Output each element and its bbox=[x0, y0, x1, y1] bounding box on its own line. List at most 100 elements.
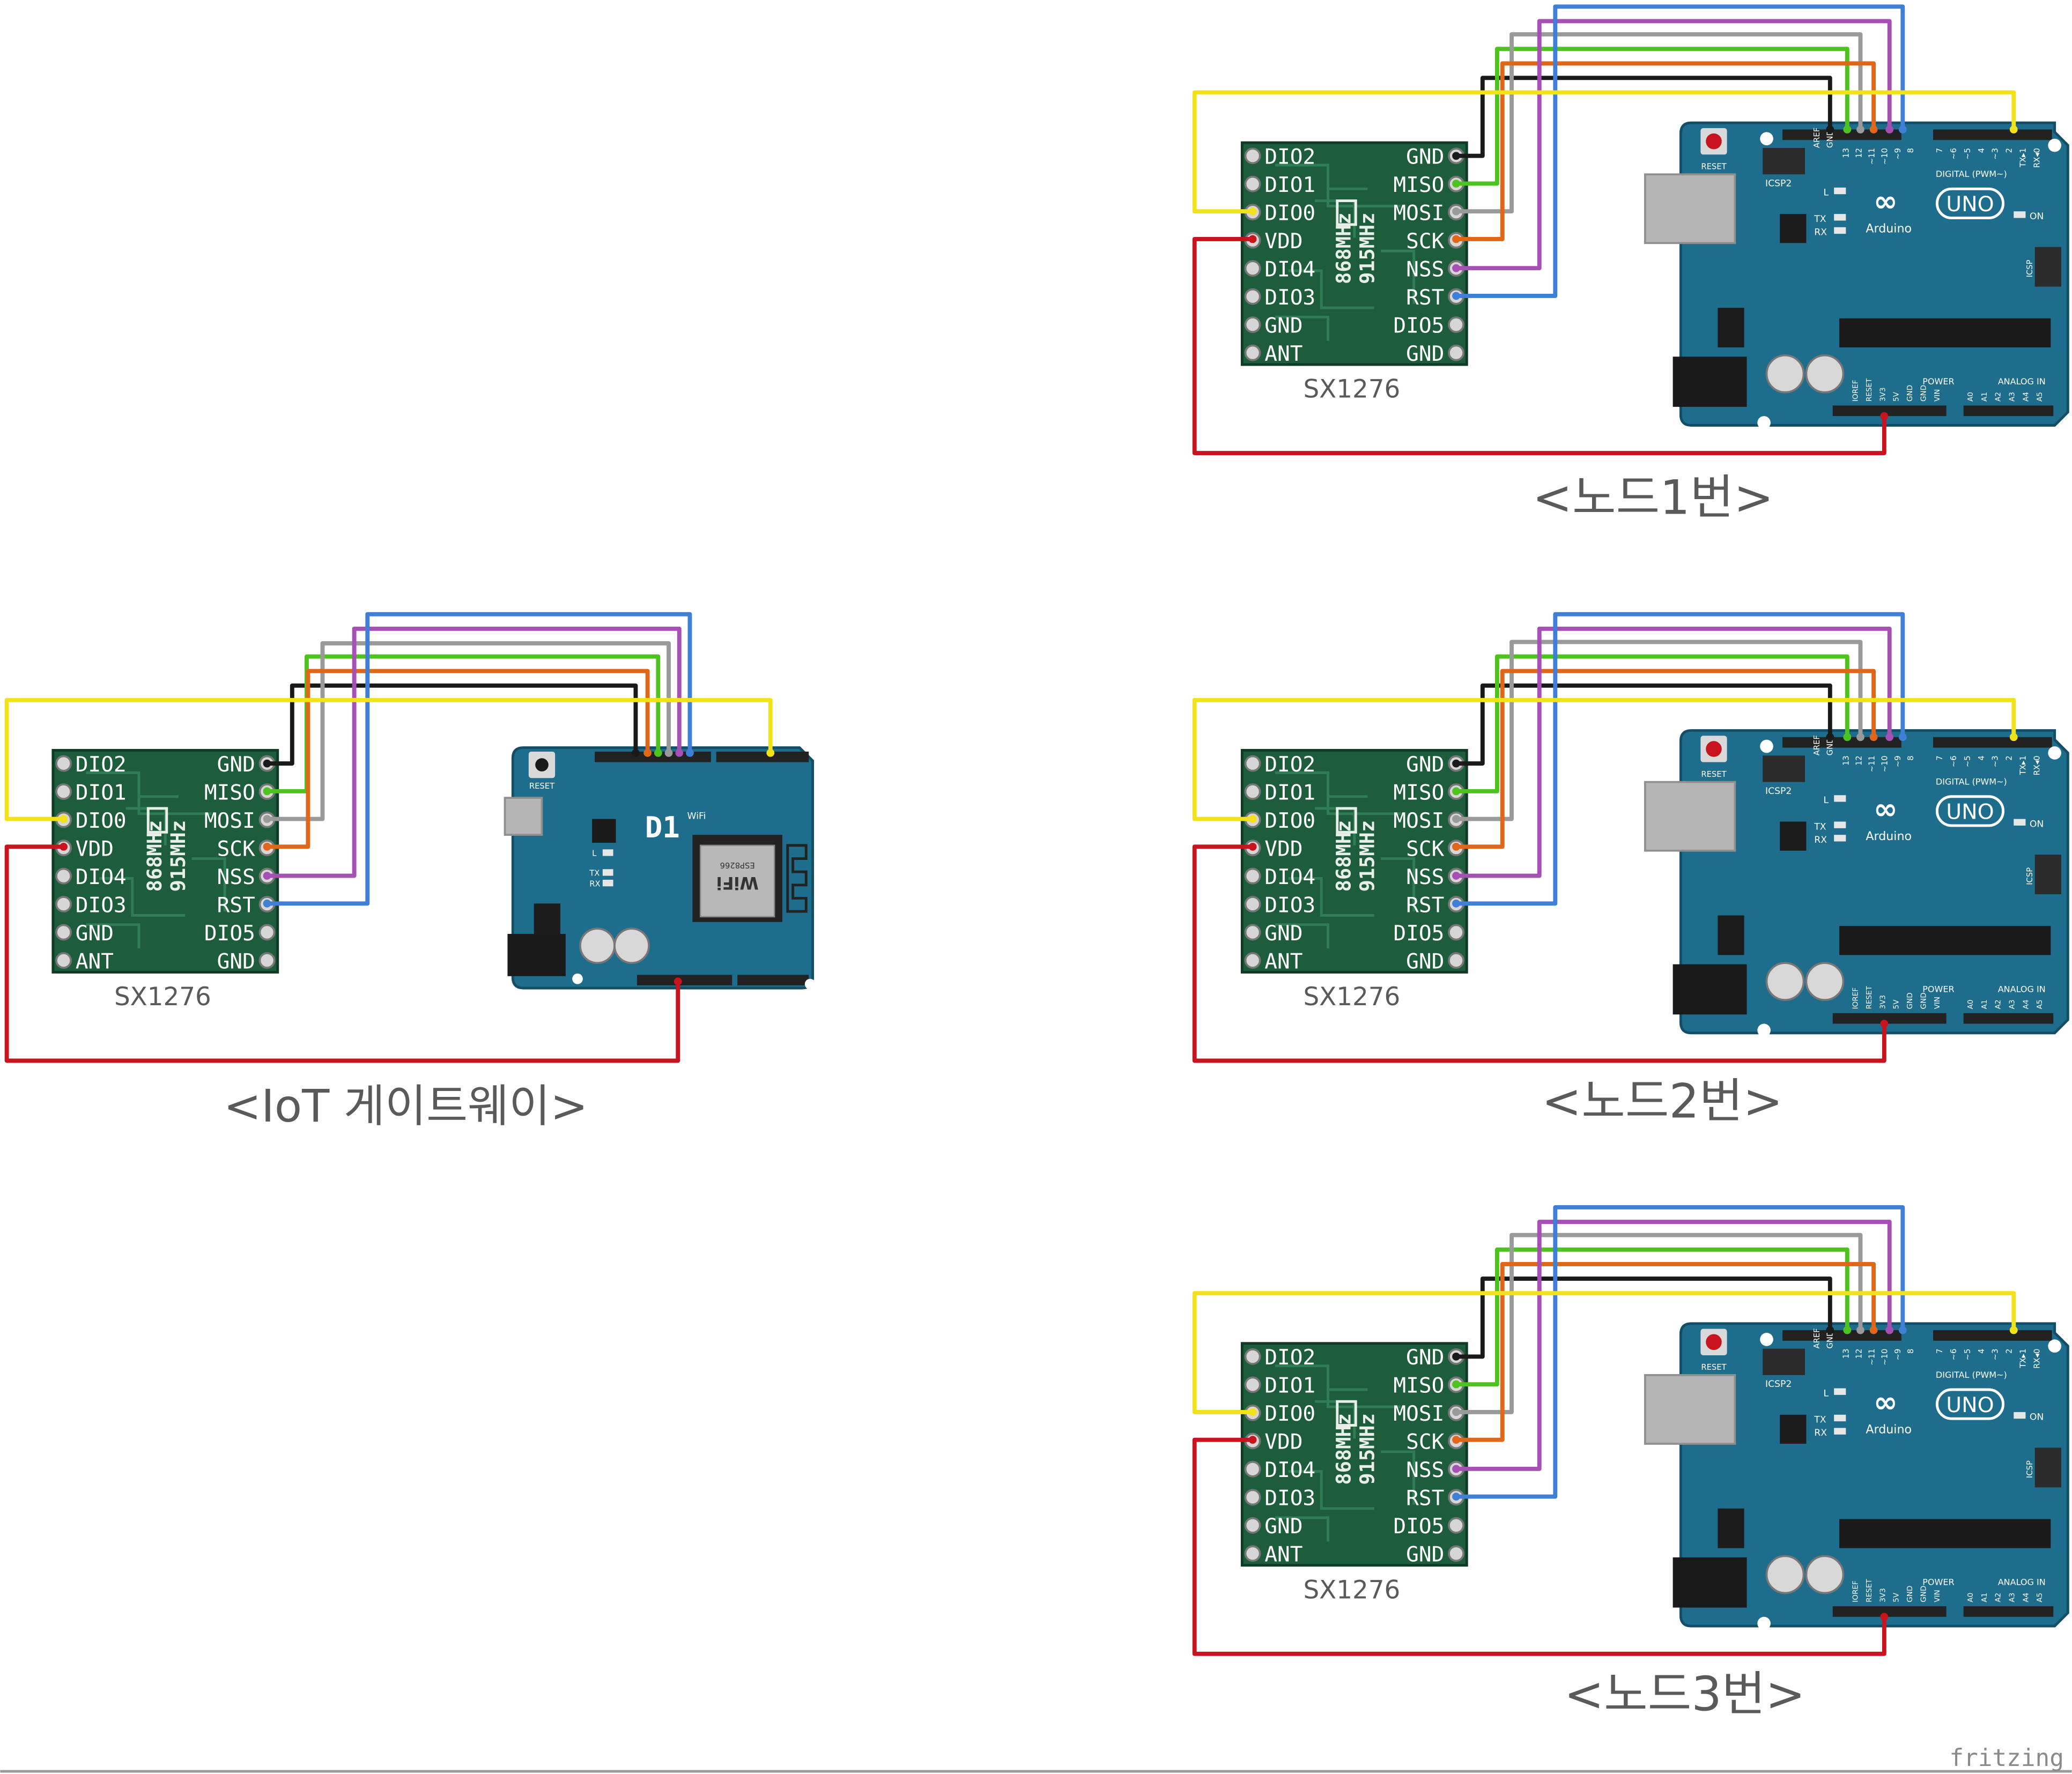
node2-label-left-1: DIO1 bbox=[1264, 780, 1315, 805]
svg-text:~3: ~3 bbox=[1991, 755, 2000, 767]
svg-text:7: 7 bbox=[1935, 755, 1944, 760]
node2-wire-miso bbox=[1456, 654, 1849, 793]
node3-label-left-2: DIO0 bbox=[1264, 1401, 1315, 1426]
node2-usb-port bbox=[1644, 781, 1736, 852]
svg-text:~11: ~11 bbox=[1868, 148, 1877, 165]
svg-text:RESET: RESET bbox=[1701, 162, 1727, 171]
node2-pin-left-dio3 bbox=[1244, 896, 1261, 912]
svg-text:~10: ~10 bbox=[1881, 148, 1890, 165]
node3-module-logo bbox=[1336, 1400, 1357, 1427]
node3-pin-right-7 bbox=[1448, 1545, 1464, 1562]
svg-text:~11: ~11 bbox=[1868, 1349, 1877, 1365]
svg-text:~9: ~9 bbox=[1893, 755, 1903, 767]
node2-module-name: SX1276 bbox=[1303, 983, 1400, 1012]
svg-text:A1: A1 bbox=[1980, 1593, 1989, 1602]
gateway-caption: <IoT 게이트웨이> bbox=[224, 1080, 588, 1132]
svg-text:IOREF: IOREF bbox=[1852, 1580, 1860, 1602]
svg-text:AREF: AREF bbox=[1812, 128, 1822, 148]
node2-pin-right-7 bbox=[1448, 952, 1464, 969]
node3-label-right-4: NSS bbox=[1406, 1458, 1444, 1482]
node2-infinity-logo: ∞ bbox=[1874, 792, 1898, 826]
svg-text:3V3: 3V3 bbox=[1878, 1588, 1887, 1602]
gateway-module-freq2: 915MHz bbox=[167, 820, 190, 892]
node2-pin-left-dio1 bbox=[1244, 783, 1261, 800]
svg-text:A1: A1 bbox=[1980, 392, 1989, 402]
svg-text:GND: GND bbox=[1826, 737, 1835, 755]
node2-label-right-0: GND bbox=[1406, 752, 1444, 777]
svg-text:8: 8 bbox=[1906, 148, 1915, 153]
node3-atmega-chip bbox=[1839, 1519, 2051, 1548]
node1-wire-miso bbox=[1456, 47, 1849, 186]
svg-text:A3: A3 bbox=[2008, 1000, 2017, 1010]
node2-label-right-5: RST bbox=[1406, 893, 1444, 917]
svg-text:RESET: RESET bbox=[1701, 1363, 1727, 1372]
node3-label-right-1: MISO bbox=[1393, 1374, 1444, 1398]
svg-text:ESP8266: ESP8266 bbox=[720, 860, 755, 870]
node1-module-freq2: 915MHz bbox=[1356, 212, 1379, 284]
node3-icsp-header bbox=[2034, 1448, 2061, 1488]
svg-text:TX▸1: TX▸1 bbox=[2018, 148, 2027, 168]
gateway-pin-left-dio1 bbox=[55, 783, 72, 800]
svg-text:GND: GND bbox=[1919, 1586, 1928, 1602]
svg-text:~10: ~10 bbox=[1881, 755, 1890, 772]
gateway-label-left-0: DIO2 bbox=[76, 752, 127, 777]
node1-pin-right-7 bbox=[1448, 344, 1464, 361]
svg-text:L: L bbox=[1823, 188, 1829, 198]
node2-label-left-0: DIO2 bbox=[1264, 752, 1315, 777]
gateway-label-left-4: DIO4 bbox=[76, 865, 127, 889]
node2-label-left-5: DIO3 bbox=[1264, 893, 1315, 917]
node3-module-freq2: 915MHz bbox=[1356, 1413, 1379, 1484]
node3-caption: <노드3번> bbox=[1564, 1667, 1805, 1722]
svg-text:ICSP: ICSP bbox=[2025, 259, 2034, 277]
node1-header-digital-b bbox=[1933, 129, 2052, 140]
node3-label-right-7: GND bbox=[1406, 1542, 1444, 1567]
node2-label-right-3: SCK bbox=[1406, 836, 1444, 861]
node3-module-freq1: 868MHz bbox=[1332, 1413, 1355, 1484]
svg-text:RESET: RESET bbox=[1865, 985, 1874, 1009]
node2-label-right-7: GND bbox=[1406, 949, 1444, 974]
svg-text:2: 2 bbox=[2005, 755, 2014, 760]
node1-uno-model: UNO bbox=[1946, 192, 1994, 217]
node1-label-left-6: GND bbox=[1264, 313, 1303, 338]
node3-header-digital-a bbox=[1782, 1330, 1901, 1341]
node1-label-left-1: DIO1 bbox=[1264, 173, 1315, 197]
node2-capacitor-1 bbox=[1765, 962, 1805, 1001]
node1-module-name: SX1276 bbox=[1303, 375, 1400, 404]
node2-label-right-1: MISO bbox=[1393, 780, 1444, 805]
node1-label-left-4: DIO4 bbox=[1264, 257, 1315, 281]
node1-label-left-2: DIO0 bbox=[1264, 201, 1315, 225]
node2-usb-chip bbox=[1780, 821, 1807, 851]
node1-label-left-5: DIO3 bbox=[1264, 285, 1315, 310]
gateway-label-right-0: GND bbox=[217, 752, 255, 777]
node3-digital-label: DIGITAL (PWM~) bbox=[1936, 1370, 2007, 1380]
node3-wire-sck bbox=[1456, 1261, 1876, 1442]
node2-wire-rst bbox=[1456, 612, 1905, 906]
svg-text:~6: ~6 bbox=[1949, 1349, 1958, 1361]
node1-digital-label: DIGITAL (PWM~) bbox=[1936, 169, 2007, 179]
node1-label-right-5: RST bbox=[1406, 285, 1444, 310]
gateway-label-left-6: GND bbox=[76, 921, 114, 946]
node1-uno-brand: Arduino bbox=[1866, 222, 1912, 236]
node3-usb-chip bbox=[1780, 1414, 1807, 1444]
node1-wire-rst bbox=[1456, 4, 1905, 298]
gateway-label-right-5: RST bbox=[217, 893, 255, 917]
svg-text:GND: GND bbox=[1906, 1586, 1914, 1602]
node1-header-analog bbox=[1963, 405, 2054, 417]
node1-pin-left-gnd bbox=[1244, 316, 1261, 333]
svg-text:GND: GND bbox=[1906, 992, 1914, 1009]
node1-wire-nss bbox=[1456, 19, 1892, 271]
fritzing-watermark: fritzing bbox=[1949, 1745, 2064, 1772]
node1-caption: <노드1번> bbox=[1533, 470, 1774, 525]
gateway-pin-right-6 bbox=[258, 924, 276, 941]
svg-text:~9: ~9 bbox=[1893, 148, 1903, 160]
node1-wire-vdd bbox=[1192, 237, 1886, 456]
node3-regulator bbox=[1718, 1508, 1744, 1548]
svg-text:~6: ~6 bbox=[1949, 755, 1958, 767]
gateway-label-left-5: DIO3 bbox=[76, 893, 127, 917]
svg-text:~5: ~5 bbox=[1963, 148, 1972, 160]
node3-capacitor-2 bbox=[1805, 1555, 1845, 1594]
svg-text:WiFi: WiFi bbox=[716, 873, 759, 893]
